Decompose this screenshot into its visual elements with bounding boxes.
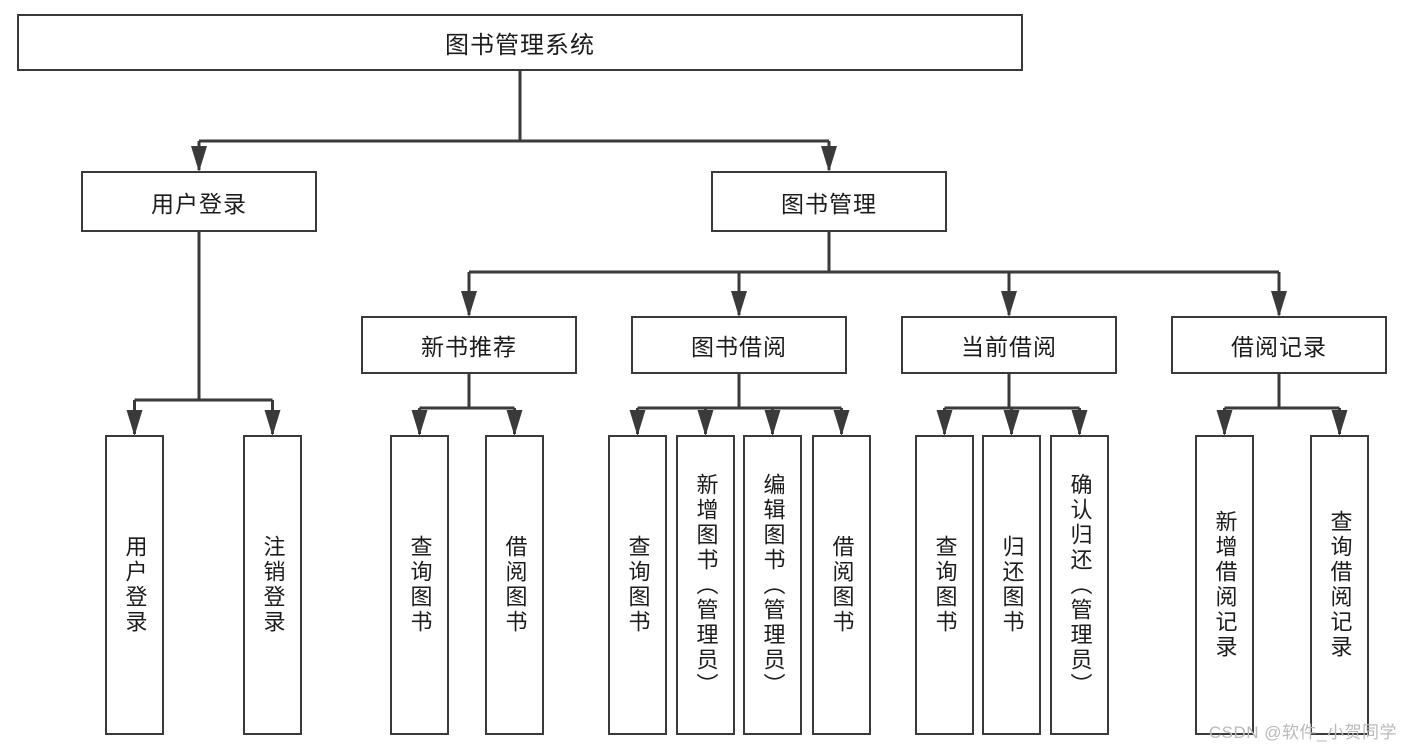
node-l4[interactable]: 借阅图书 xyxy=(485,435,544,735)
node-label: 新增借阅记录 xyxy=(1212,510,1238,660)
node-label: 查询图书 xyxy=(407,535,433,635)
node-label: 注销登录 xyxy=(260,535,286,635)
node-label: 编辑图书（管理员） xyxy=(760,472,786,698)
node-label: 借阅图书 xyxy=(829,535,855,635)
node-l12[interactable]: 新增借阅记录 xyxy=(1195,435,1254,735)
node-l7[interactable]: 编辑图书（管理员） xyxy=(743,435,802,735)
node-label: 新书推荐 xyxy=(421,334,517,360)
node-l3[interactable]: 查询图书 xyxy=(390,435,449,735)
node-label: 借阅记录 xyxy=(1231,334,1327,360)
node-borrow[interactable]: 图书借阅 xyxy=(631,316,847,374)
node-l11[interactable]: 确认归还（管理员） xyxy=(1050,435,1109,735)
node-label: 新增图书（管理员） xyxy=(693,472,719,698)
node-records[interactable]: 借阅记录 xyxy=(1171,316,1387,374)
node-label: 查询图书 xyxy=(625,535,651,635)
node-label: 借阅图书 xyxy=(502,535,528,635)
node-l9[interactable]: 查询图书 xyxy=(915,435,974,735)
node-l10[interactable]: 归还图书 xyxy=(982,435,1041,735)
node-bookmgmt[interactable]: 图书管理 xyxy=(711,171,947,232)
node-label: 查询图书 xyxy=(932,535,958,635)
node-newbook[interactable]: 新书推荐 xyxy=(361,316,577,374)
node-root[interactable]: 图书管理系统 xyxy=(17,14,1023,71)
node-l6[interactable]: 新增图书（管理员） xyxy=(676,435,735,735)
node-label: 查询借阅记录 xyxy=(1327,510,1353,660)
node-label: 图书借阅 xyxy=(691,334,787,360)
node-label: 用户登录 xyxy=(122,535,148,635)
node-l5[interactable]: 查询图书 xyxy=(608,435,667,735)
node-label: 图书管理 xyxy=(781,190,877,217)
node-label: 归还图书 xyxy=(999,535,1025,635)
node-current[interactable]: 当前借阅 xyxy=(901,316,1117,374)
node-label: 图书管理系统 xyxy=(445,32,595,59)
node-label: 当前借阅 xyxy=(961,334,1057,360)
node-l1[interactable]: 用户登录 xyxy=(105,435,164,735)
node-label: 用户登录 xyxy=(151,190,247,217)
node-l2[interactable]: 注销登录 xyxy=(243,435,302,735)
node-label: 确认归还（管理员） xyxy=(1067,472,1093,698)
node-login[interactable]: 用户登录 xyxy=(81,171,317,232)
node-l8[interactable]: 借阅图书 xyxy=(812,435,871,735)
node-l13[interactable]: 查询借阅记录 xyxy=(1310,435,1369,735)
